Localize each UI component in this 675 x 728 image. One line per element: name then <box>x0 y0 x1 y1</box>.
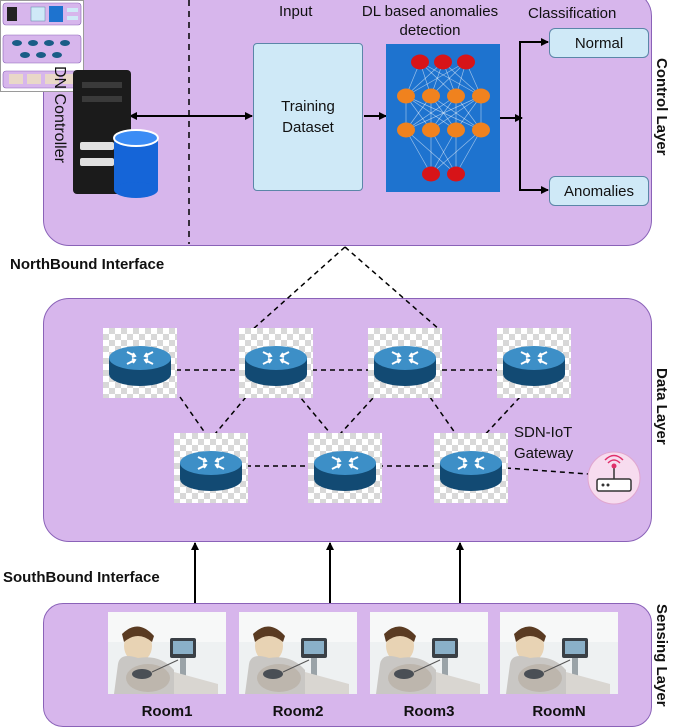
neuron <box>457 54 475 70</box>
classification-title: Classification <box>528 5 617 22</box>
router-icon <box>245 346 307 386</box>
neuron <box>422 122 440 138</box>
patient-photo-icon <box>108 612 226 694</box>
dl-title: DL based anomalies detection <box>361 3 499 39</box>
router-tile <box>434 433 508 503</box>
server-database-icon <box>73 70 159 198</box>
router-icon <box>440 451 502 491</box>
room-label: Room3 <box>403 703 455 720</box>
neuron <box>397 88 415 104</box>
controller-label: DN Controller <box>51 66 68 163</box>
neuron <box>422 88 440 104</box>
output-normal: Normal <box>549 28 649 58</box>
to-anomalies-arrow <box>519 118 549 194</box>
neuron <box>434 54 452 70</box>
router-tile <box>103 328 177 398</box>
neuron <box>472 88 490 104</box>
room-label: Room1 <box>141 703 193 720</box>
neuron <box>447 122 465 138</box>
neuron <box>411 54 429 70</box>
router-icon <box>109 346 171 386</box>
room-label: RoomN <box>532 703 586 720</box>
control-layer-label: Control Layer <box>653 58 670 156</box>
training-dataset-box: Training Dataset <box>253 43 363 191</box>
northbound-label: NorthBound Interface <box>10 256 165 273</box>
router-icon <box>374 346 436 386</box>
neuron <box>397 122 415 138</box>
data-layer-label: Data Layer <box>653 368 670 445</box>
room-label: Room2 <box>272 703 324 720</box>
gateway-label: SDN-IoT Gateway <box>514 424 574 462</box>
neuron <box>472 122 490 138</box>
router-icon <box>314 451 376 491</box>
patient-photo-icon <box>239 612 357 694</box>
router-tile <box>239 328 313 398</box>
neuron <box>447 166 465 182</box>
neural-network-icon <box>386 44 500 192</box>
neuron <box>447 88 465 104</box>
router-tile <box>308 433 382 503</box>
patient-photo-icon <box>500 612 618 694</box>
to-normal-arrow <box>519 38 549 118</box>
output-anomalies: Anomalies <box>549 176 649 206</box>
router-icon <box>180 451 242 491</box>
sensing-layer-label: Sensing Layer <box>653 604 670 707</box>
neuron <box>422 166 440 182</box>
overview-thumbnail <box>0 0 84 92</box>
patient-photo-icon <box>370 612 488 694</box>
southbound-label: SouthBound Interface <box>3 569 160 586</box>
wifi-router-icon <box>587 451 641 505</box>
router-tile <box>368 328 442 398</box>
northbound-link-right <box>344 246 441 331</box>
router-tile <box>174 433 248 503</box>
northbound-link-left <box>251 246 346 331</box>
router-icon <box>503 346 565 386</box>
input-title: Input <box>279 3 313 20</box>
router-tile <box>497 328 571 398</box>
